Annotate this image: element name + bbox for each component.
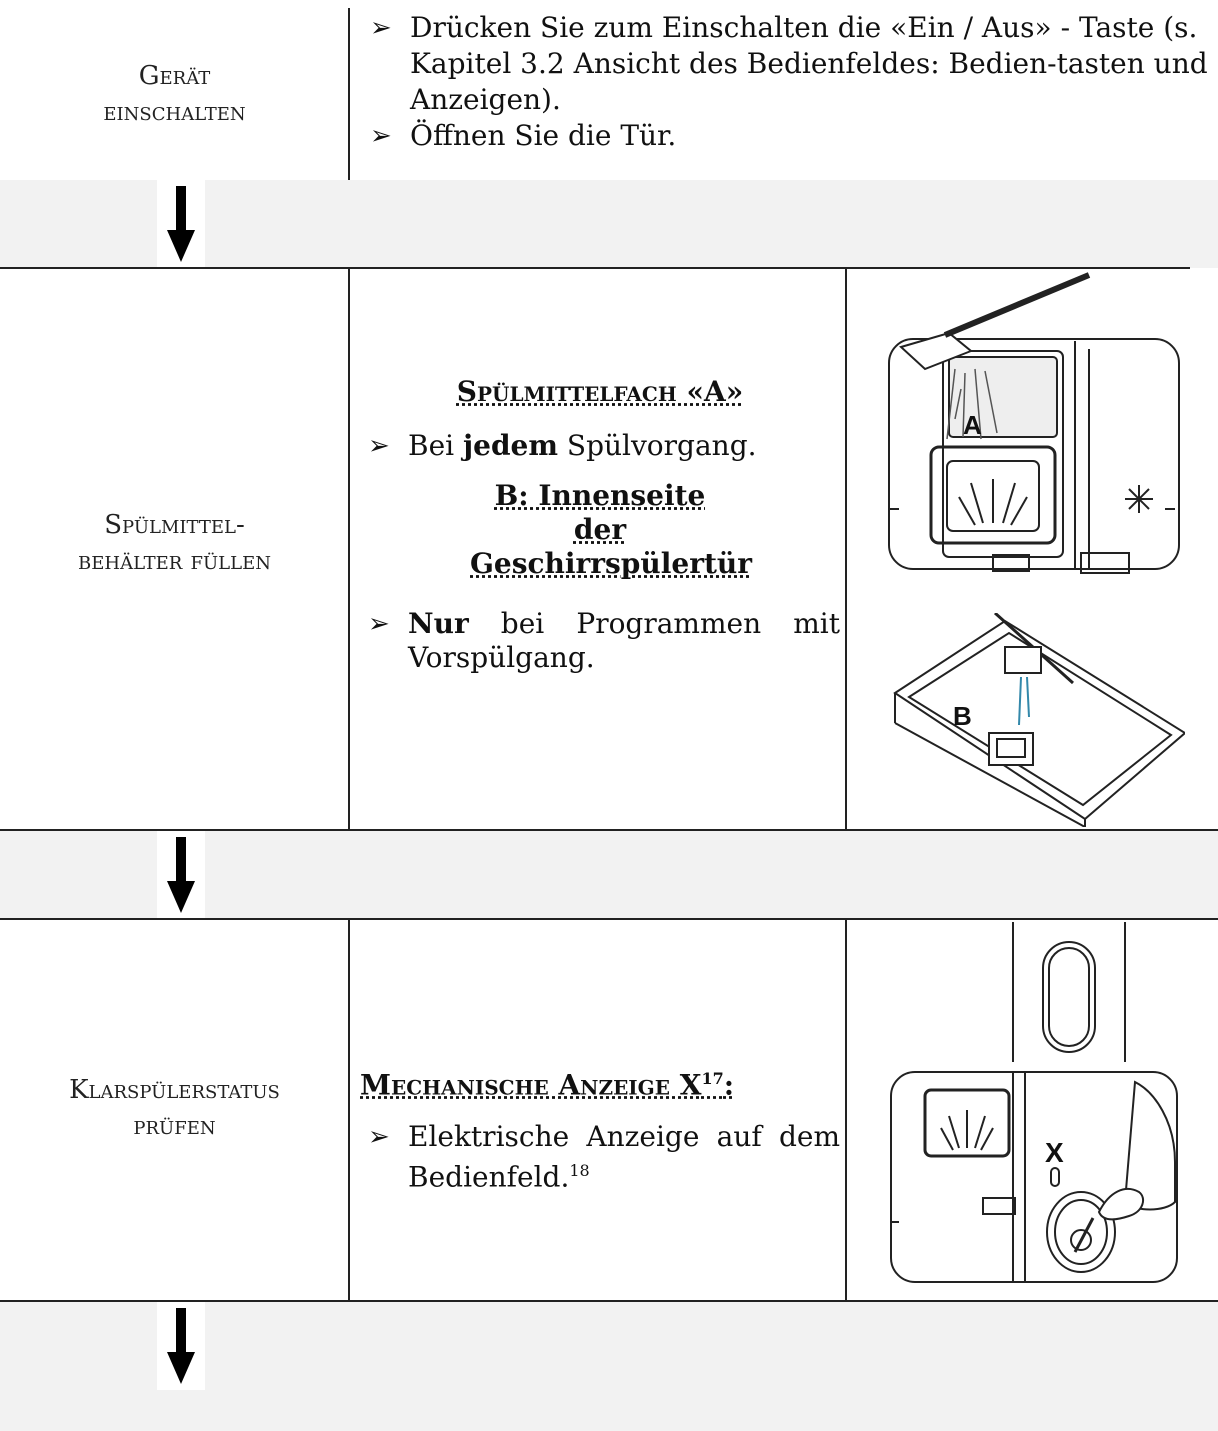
step-label-line: Spülmittel- (104, 510, 245, 540)
detergent-dispenser-illustration: A (888, 272, 1180, 574)
door-inner-side-illustration: B (893, 613, 1185, 827)
instruction-bullet: ➢ Elektrische Anzeige auf dem Bedienfeld… (360, 1120, 840, 1194)
down-arrow-icon (157, 831, 205, 919)
instruction-text: bei Programmen mit Vorspülgang. (408, 607, 840, 674)
arrowhead-bullet-icon: ➢ (370, 13, 392, 43)
column-divider (845, 269, 847, 830)
instruction-text: Drücken Sie zum Einschalten die «Ein / A… (410, 11, 1208, 116)
callout-label-a: A (963, 410, 982, 440)
step-instructions: Spülmittelfach «A» ➢ Bei jedem Spülvorga… (360, 375, 840, 675)
section-heading-text: B: Innenseite der Geschirrspülertür (470, 479, 752, 580)
instruction-bullet: ➢ Drücken Sie zum Einschalten die «Ein /… (362, 10, 1212, 118)
arrowhead-bullet-icon: ➢ (370, 121, 392, 151)
section-heading-text: : (723, 1068, 735, 1102)
footnote-ref: 18 (569, 1161, 590, 1181)
section-heading-text: Mechanische Anzeige X (360, 1068, 702, 1102)
section-heading: B: Innenseite der Geschirrspülertür (470, 479, 752, 581)
callout-label-x: X (1045, 1137, 1064, 1168)
step-row-power-on: Gerät einschalten ➢ Drücken Sie zum Eins… (0, 0, 1218, 180)
instruction-bullet: ➢ Nur bei Programmen mit Vorspülgang. (360, 607, 840, 675)
section-heading-text: Spülmittelfach «A» (456, 375, 744, 408)
section-heading: Spülmittelfach «A» (360, 375, 840, 409)
rinse-aid-indicator-illustration: X (890, 922, 1178, 1283)
step-label-line: Klarspülerstatus (69, 1075, 280, 1105)
instruction-bullet: ➢ Bei jedem Spülvorgang. (360, 429, 840, 463)
instruction-bullet: ➢ Öffnen Sie die Tür. (362, 118, 1212, 154)
row-border (0, 267, 1190, 269)
column-divider (348, 8, 350, 180)
step-label: Spülmittel- behälter füllen (0, 507, 349, 579)
flow-band (0, 1302, 1218, 1431)
column-divider (348, 269, 350, 830)
section-heading: Mechanische Anzeige X17: (360, 1062, 840, 1102)
instruction-text: Bei (408, 429, 464, 462)
instruction-text: Spülvorgang. (557, 429, 757, 462)
column-divider (845, 920, 847, 1300)
arrowhead-bullet-icon: ➢ (368, 1122, 390, 1153)
down-arrow-icon (157, 180, 205, 268)
row-border (0, 1300, 1218, 1302)
flow-band (0, 180, 1218, 268)
row-border (0, 829, 1218, 831)
instruction-emphasis: Nur (408, 607, 469, 640)
footnote-ref: 17 (701, 1069, 724, 1088)
instruction-text: Öffnen Sie die Tür. (410, 119, 677, 152)
step-label: Gerät einschalten (0, 58, 349, 130)
step-row-rinse-aid: Klarspülerstatus prüfen Mechanische Anze… (0, 920, 1218, 1300)
step-instructions: Mechanische Anzeige X17: ➢ Elektrische A… (360, 1062, 840, 1195)
instruction-emphasis: jedem (463, 429, 558, 462)
row-border (0, 918, 1218, 920)
instruction-text: Elektrische Anzeige auf dem Bedienfeld. (408, 1120, 840, 1194)
step-label: Klarspülerstatus prüfen (0, 1072, 349, 1144)
flow-band (0, 831, 1218, 919)
step-label-line: Gerät (138, 61, 211, 91)
step-label-line: einschalten (103, 97, 246, 127)
arrowhead-bullet-icon: ➢ (368, 431, 390, 461)
step-label-line: prüfen (133, 1111, 216, 1141)
step-instructions: ➢ Drücken Sie zum Einschalten die «Ein /… (362, 10, 1212, 154)
arrowhead-bullet-icon: ➢ (368, 609, 390, 639)
down-arrow-icon (157, 1302, 205, 1390)
step-row-detergent: Spülmittel- behälter füllen Spülmittelfa… (0, 269, 1218, 830)
callout-label-b: B (953, 701, 972, 731)
column-divider (348, 920, 350, 1300)
step-label-line: behälter füllen (78, 546, 271, 576)
